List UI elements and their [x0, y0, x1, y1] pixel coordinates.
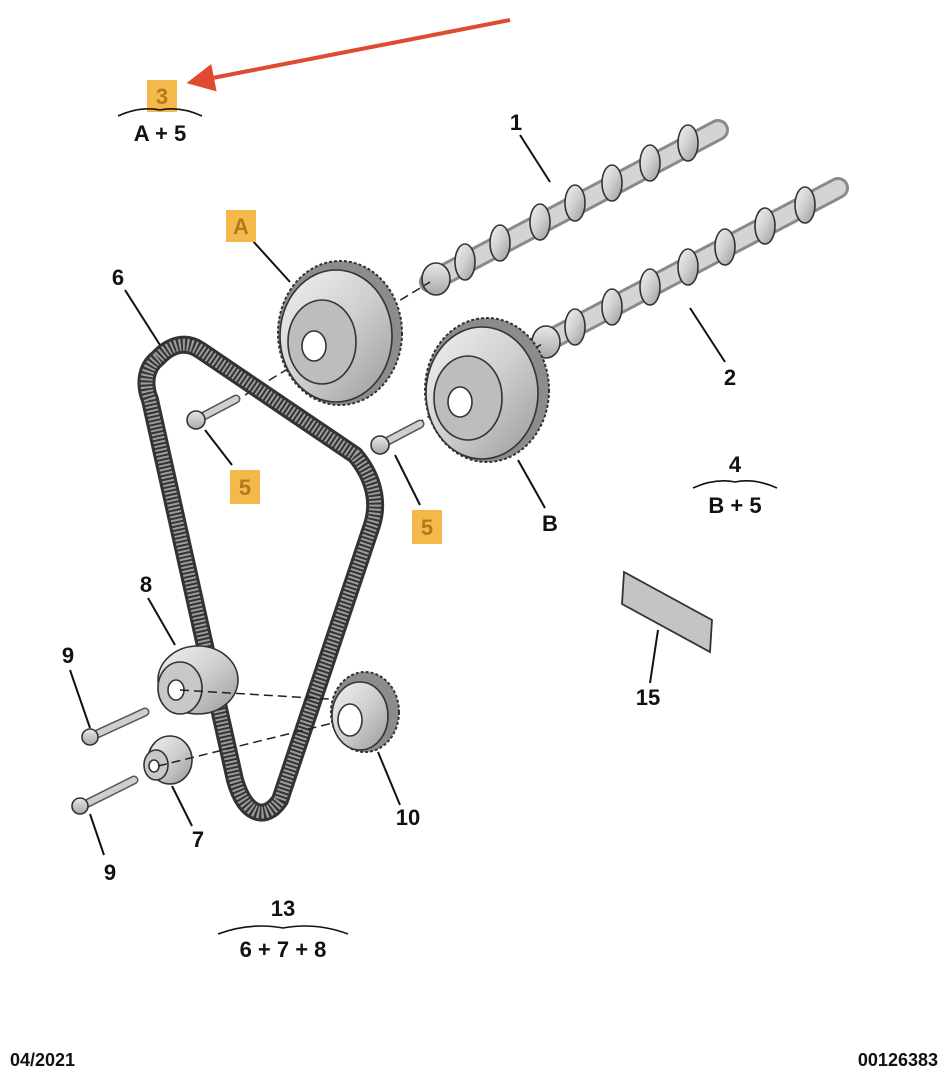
- leader-10: [377, 751, 401, 806]
- callout-a: A: [233, 214, 249, 239]
- camshaft-1: [419, 119, 729, 296]
- footer-date: 04/2021: [10, 1050, 75, 1070]
- callout-9-lower: 9: [104, 860, 116, 885]
- callout-3: 3: [156, 84, 168, 109]
- footer-reference: 00126383: [858, 1050, 938, 1070]
- timing-belt: [137, 335, 385, 822]
- callout-5a-highlight: [230, 470, 260, 504]
- red-pointer-arrow: [186, 18, 511, 92]
- leader-6: [124, 289, 161, 346]
- callout-5b-highlight: [412, 510, 442, 544]
- callout-10: 10: [396, 805, 420, 830]
- callout-7: 7: [192, 827, 204, 852]
- group-3-brace: [117, 108, 203, 117]
- callout-5-b: 5: [421, 515, 433, 540]
- leader-15: [649, 629, 659, 684]
- crank-sprocket: [330, 671, 400, 753]
- bolt-9-upper: [81, 707, 150, 746]
- camshaft-2: [529, 177, 849, 359]
- leader-9a: [69, 669, 91, 729]
- group-13-brace: [217, 925, 349, 935]
- leader-2: [689, 307, 726, 363]
- group-13: 13 6 + 7 + 8: [217, 896, 349, 962]
- seal-plate: [621, 570, 713, 654]
- bolt-5-a: [186, 394, 241, 430]
- idler-roller: [143, 735, 193, 785]
- tensioner-roller: [157, 645, 239, 715]
- callout-6: 6: [112, 265, 124, 290]
- leader-5b: [394, 454, 421, 506]
- callout-8: 8: [140, 572, 152, 597]
- callout-3-highlight: [147, 80, 177, 112]
- bolt-5-b: [370, 419, 425, 455]
- leader-9b: [89, 813, 105, 856]
- group-4-formula: B + 5: [708, 493, 761, 518]
- leader-5a: [204, 429, 233, 466]
- callout-9-upper: 9: [62, 643, 74, 668]
- group-4-brace: [692, 480, 778, 489]
- leader-a: [251, 239, 291, 283]
- group-3-formula: A + 5: [134, 121, 186, 146]
- pulley-a: [277, 260, 403, 406]
- bolt-9-lower: [71, 775, 139, 815]
- group-13-number: 13: [271, 896, 295, 921]
- group-13-formula: 6 + 7 + 8: [240, 937, 327, 962]
- group-4: 4 B + 5: [692, 452, 778, 518]
- leader-7: [171, 785, 193, 827]
- group-3: 3 A + 5: [117, 80, 203, 146]
- pulley-b: [424, 317, 550, 463]
- leader-1: [519, 134, 551, 183]
- callout-2: 2: [724, 365, 736, 390]
- callout-1: 1: [510, 110, 522, 135]
- leader-b: [517, 459, 546, 509]
- axis-line-a: [244, 281, 431, 396]
- leader-8: [147, 597, 176, 646]
- callout-a-highlight: [226, 210, 256, 242]
- callout-b: B: [542, 511, 558, 536]
- callout-15: 15: [636, 685, 660, 710]
- axis-line-idler: [157, 719, 346, 767]
- group-4-number: 4: [729, 452, 742, 477]
- callout-5-a: 5: [239, 475, 251, 500]
